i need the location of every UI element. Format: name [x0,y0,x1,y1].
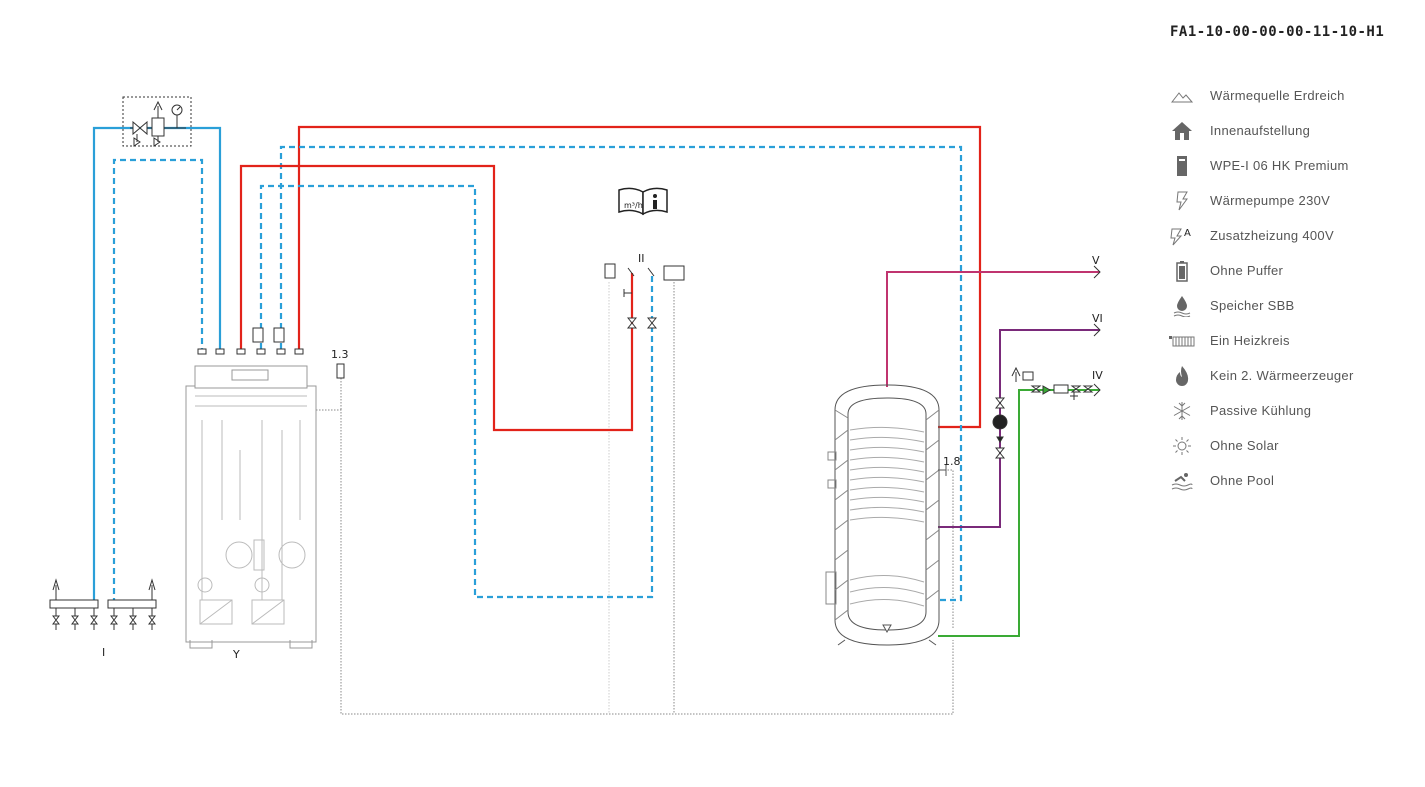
legend-item: Wärmepumpe 230V [1168,183,1408,218]
legend-item: Ohne Pool [1168,463,1408,498]
pool-icon [1168,470,1196,492]
brine-manifolds [49,578,157,630]
label-out-vi: VI [1092,312,1103,325]
dhw-lines [886,271,1100,637]
label-sensor-18: 1.8 [943,455,961,468]
heatpump-unit [185,365,317,649]
circulation-pump [992,397,1008,459]
legend-item: A Zusatzheizung 400V [1168,218,1408,253]
sun-icon [1168,435,1196,457]
legend-item: Kein 2. Wärmeerzeuger [1168,358,1408,393]
label-module: II [638,252,645,265]
dhw-hot-line [886,271,1100,387]
radiator-icon [1168,330,1196,352]
legend-item: Innenaufstellung [1168,113,1408,148]
sensor-outdoor [336,363,345,379]
legend-item: WPE-I 06 HK Premium [1168,148,1408,183]
label-sensor-13: 1.3 [331,348,349,361]
line-terminals [1093,265,1101,397]
heating-circuits [239,125,982,602]
snowflake-icon [1168,400,1196,422]
brine-return-line [112,158,204,604]
heating-supply-dhw [297,125,982,429]
manual-unit: m³/h [624,201,643,210]
heatpump-device-icon [1168,155,1196,177]
house-icon [1168,120,1196,142]
flame-icon [1168,365,1196,387]
brine-safety-group [122,96,192,147]
label-in-iv: IV [1092,369,1103,382]
legend-item: Wärmequelle Erdreich [1168,78,1408,113]
label-out-v: V [1092,254,1100,267]
manual-info-icon [618,187,668,216]
legend: Wärmequelle Erdreich Innenaufstellung WP… [1168,78,1408,498]
heating-supply-circuit [239,164,634,432]
label-brine: I [102,646,105,659]
legend-item: Ohne Solar [1168,428,1408,463]
water-drop-icon [1168,295,1196,317]
svg-text:A: A [1184,228,1191,239]
legend-item: Passive Kühlung [1168,393,1408,428]
legend-item: Speicher SBB [1168,288,1408,323]
dhw-storage-tank [825,384,947,646]
system-code: FA1-10-00-00-00-11-10-H1 [1170,24,1385,40]
heating-module [604,263,685,329]
legend-item: Ohne Puffer [1168,253,1408,288]
mountain-icon [1168,85,1196,107]
heating-return-circuit [259,184,654,599]
cold-water-group [1011,366,1094,400]
heatpump-ports [197,327,304,355]
power-400v-icon: A [1168,225,1196,247]
legend-item: Ein Heizkreis [1168,323,1408,358]
label-heatpump: Y [232,648,240,661]
heating-return-dhw [279,145,963,602]
control-wiring [316,282,954,715]
battery-icon [1168,260,1196,282]
power-230v-icon [1168,190,1196,212]
